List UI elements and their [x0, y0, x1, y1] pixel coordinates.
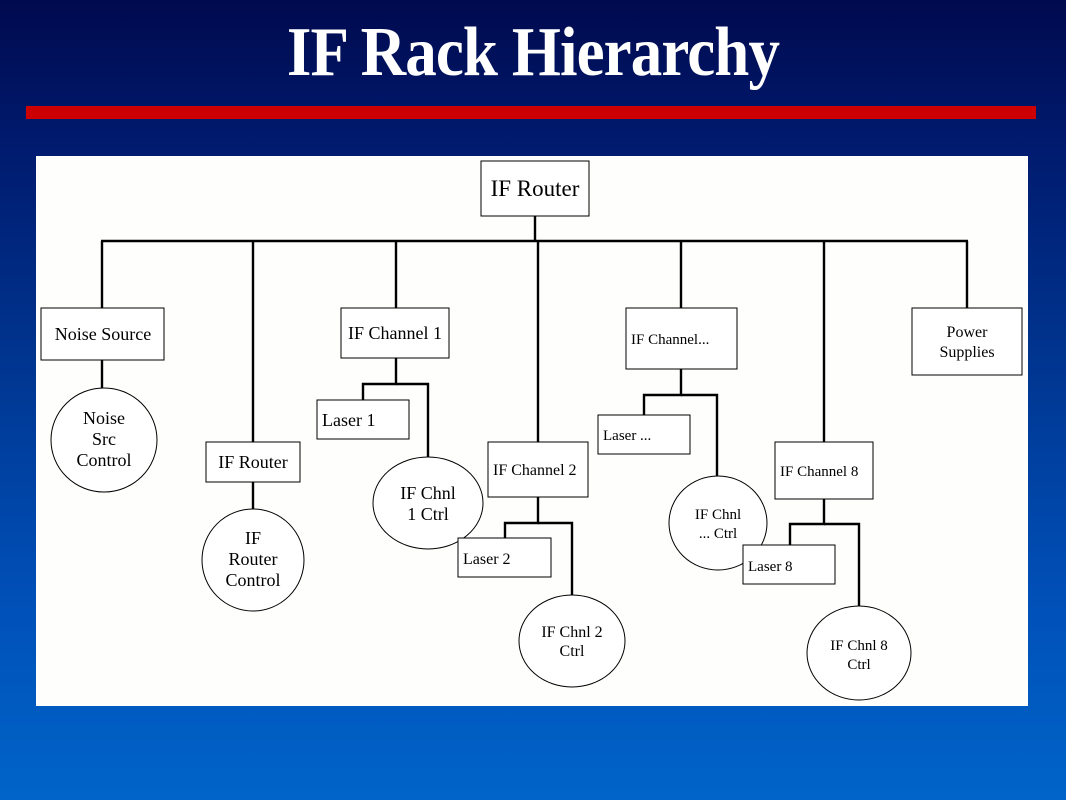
connector-ch2-fork: [503, 497, 540, 538]
node-label: IF Router: [491, 176, 580, 201]
node-if-channel-8[interactable]: IF Channel 8: [774, 441, 874, 500]
node-if-router-control[interactable]: IF Router Control: [201, 508, 305, 612]
connector-chetc-fork: [642, 369, 683, 415]
node-label: IF Router: [218, 452, 288, 472]
node-label: Noise Source: [55, 324, 151, 344]
slide-title: IF Rack Hierarchy: [286, 14, 780, 91]
connector-ch2-ctrl: [538, 521, 574, 595]
node-label: Router: [229, 549, 278, 569]
node-label: IF Chnl: [695, 507, 741, 523]
node-label: Laser 2: [463, 551, 511, 568]
node-label: Ctrl: [560, 643, 585, 660]
node-if-chnl-1-ctrl[interactable]: IF Chnl 1 Ctrl: [372, 456, 484, 550]
node-if-channel-2[interactable]: IF Channel 2: [487, 441, 589, 498]
connector-ch8-fork: [788, 499, 826, 545]
node-label: IF Channel...: [631, 332, 709, 348]
node-if-router-root[interactable]: IF Router: [480, 160, 590, 217]
node-label: Laser ...: [603, 428, 651, 444]
node-label: Noise: [83, 408, 125, 428]
node-label: IF Channel 8: [780, 464, 858, 480]
node-label: Power: [947, 324, 989, 341]
node-label: Laser 8: [748, 559, 793, 575]
node-if-channel-1[interactable]: IF Channel 1: [340, 307, 450, 359]
node-noise-src-control[interactable]: Noise Src Control: [50, 387, 158, 493]
node-laser-2[interactable]: Laser 2: [457, 537, 552, 578]
node-if-chnl-2-ctrl[interactable]: IF Chnl 2 Ctrl: [518, 594, 626, 688]
node-if-chnl-8-ctrl[interactable]: IF Chnl 8 Ctrl: [806, 605, 912, 701]
node-label: IF Channel 1: [348, 323, 442, 343]
title-divider: [26, 106, 1036, 119]
node-label: Ctrl: [847, 657, 870, 673]
node-laser-8[interactable]: Laser 8: [742, 544, 836, 585]
node-label: IF: [245, 528, 261, 548]
node-label: Control: [225, 570, 280, 590]
node-label: Control: [76, 450, 131, 470]
node-label: Src: [92, 429, 116, 449]
node-label: IF Chnl 8: [830, 638, 888, 654]
connectors: [100, 216, 969, 606]
node-label: IF Chnl 2: [541, 624, 602, 641]
node-label: Laser 1: [322, 410, 375, 430]
node-label: Supplies: [939, 344, 994, 361]
node-label: ... Ctrl: [699, 526, 737, 542]
node-power-supplies[interactable]: Power Supplies: [911, 307, 1023, 376]
connector-chetc-ctrl: [681, 393, 719, 476]
node-label: 1 Ctrl: [407, 504, 449, 524]
node-label: IF Chnl: [400, 483, 456, 503]
connector-ch8-ctrl: [824, 522, 861, 606]
connector-ch1-ctrl: [396, 382, 430, 458]
node-noise-source[interactable]: Noise Source: [40, 307, 165, 361]
node-laser-etc[interactable]: Laser ...: [597, 414, 691, 455]
node-laser-1[interactable]: Laser 1: [316, 399, 410, 440]
node-label: IF Channel 2: [493, 462, 577, 479]
connector-ch1-fork: [361, 358, 398, 400]
node-if-router[interactable]: IF Router: [205, 441, 301, 483]
node-if-channel-etc[interactable]: IF Channel...: [625, 307, 738, 370]
